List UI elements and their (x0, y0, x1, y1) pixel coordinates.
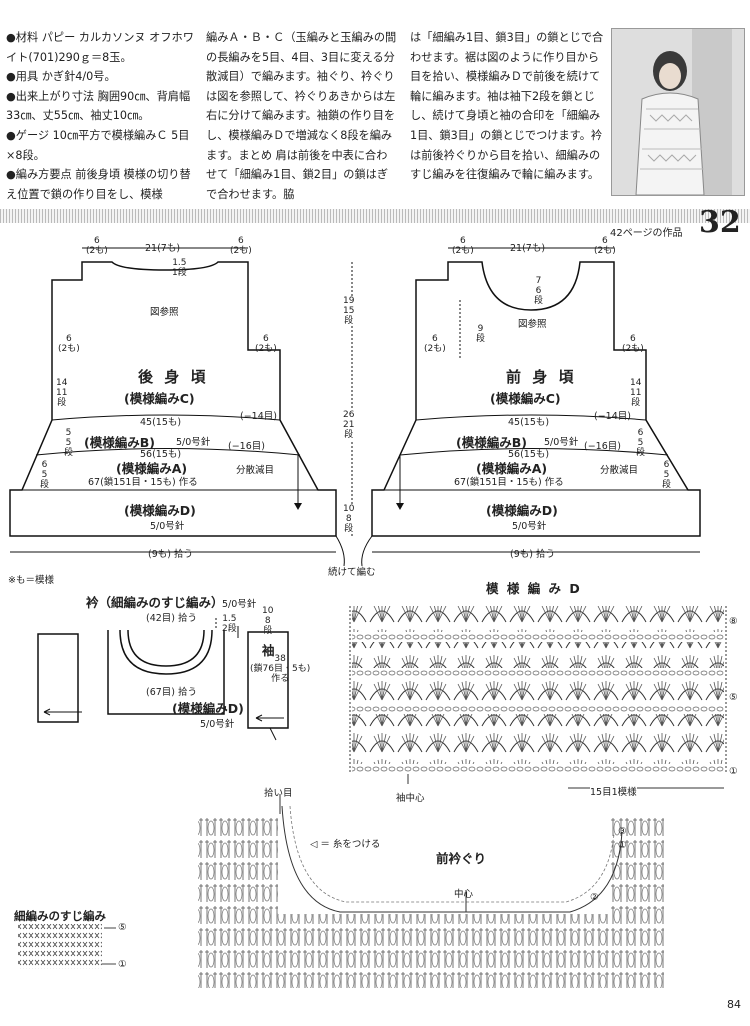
pattern-d-chart (349, 606, 727, 789)
collar-title: 衿（細編みのすじ編み） (86, 595, 224, 610)
front-dec-c: (−14目) (594, 411, 631, 422)
front-neck-width-dim: 21(7も) (510, 243, 546, 254)
back-body-subtitle: (模様編みC) (124, 391, 195, 406)
back-pickup: (9も) 拾う (148, 549, 193, 560)
front-see-figure: 図参照 (518, 319, 547, 330)
back-rows-a: 6 5 段 (40, 460, 50, 490)
back-neck-width-dim: 21(7も) (145, 243, 181, 254)
back-dec-c: (−14目) (240, 411, 277, 422)
front-body-subtitle: (模様編みC) (490, 391, 561, 406)
pattern-number: 32 (699, 205, 741, 240)
hem-depth-dim: 10 8 段 (343, 504, 355, 534)
page-number: 84 (727, 998, 741, 1011)
front-underarm-dim: 14 11 段 (630, 378, 642, 408)
front-neck-pickup-mark: 拾い目 (264, 788, 293, 799)
front-shoulder-left-dim: 6 (2も) (452, 236, 474, 256)
front-neck-yarn-note: ◁ ＝ 糸をつける (310, 839, 381, 850)
collar-sleeve-lines (37, 618, 289, 741)
pattern-d-sleeve-center: 袖中心 (396, 793, 425, 804)
front-label-a: (模様編みA) (476, 461, 548, 476)
sc-rib-chart (18, 924, 116, 969)
front-neck-row3: ③ (618, 826, 627, 837)
front-dist-dec: 分散減目 (600, 465, 639, 476)
back-hook-b: 5/0号針 (176, 437, 211, 448)
front-label-d: (模様編みD) (486, 503, 558, 518)
front-label-b: (模様編みB) (456, 435, 527, 450)
collar-depth: 1.5 2段 (222, 614, 237, 634)
back-chain-start: 67(鎖151目・15も) 作る (88, 477, 198, 488)
back-dist-dec: 分散減目 (236, 465, 275, 476)
pattern-d-row8: ⑧ (729, 616, 738, 627)
method-column: 編みＡ・Ｂ・Ｃ（玉編みと玉編みの間の長編みを5目、4目、3目に変える分散減目）で… (206, 31, 397, 201)
front-neck-side-dim: 9 段 (476, 324, 486, 344)
front-shoulder-right-dim: 6 (2も) (594, 236, 616, 256)
front-rows-b: 6 5 段 (636, 428, 646, 458)
pattern-unit-note: ※も＝模様 (8, 575, 54, 586)
back-dec-b: (−16目) (228, 441, 265, 452)
sc-rib-row5: ⑤ (118, 922, 127, 933)
back-hook-d: 5/0号針 (150, 521, 185, 532)
sc-rib-title: 細編みのすじ編み (14, 909, 106, 923)
front-dec-b: (−16目) (584, 441, 621, 452)
back-shoulder-right-dim: 6 (2も) (230, 236, 252, 256)
pattern-d-row5: ⑤ (729, 692, 738, 703)
back-underarm-dim: 14 11 段 (56, 378, 68, 408)
pattern-d-repeat: 15目1模様 (590, 784, 637, 798)
front-neck-row1: ① (618, 840, 627, 851)
front-width-c: 45(15も) (508, 417, 550, 428)
body-schematic-lines (9, 247, 701, 567)
collar-pickup-bottom: (67目) 拾う (146, 687, 198, 698)
front-hook-d: 5/0号針 (512, 521, 547, 532)
back-rows-b: 5 5 段 (64, 428, 74, 458)
back-armhole-right-dim: 6 (2も) (255, 334, 277, 354)
model-photo (611, 28, 745, 196)
back-see-figure: 図参照 (150, 307, 179, 318)
finishing-column: は「細編み1目、鎖3目」の鎖とじで合わせます。裾は図のように作り目から目を拾い、… (410, 31, 604, 182)
pattern-d-row1: ① (729, 766, 738, 777)
sleeve-hook: 5/0号針 (200, 719, 235, 730)
front-neck-chart (198, 794, 664, 988)
front-hook-b: 5/0号針 (544, 437, 579, 448)
page-reference: 42ページの作品 (610, 228, 683, 239)
back-shoulder-left-dim: 6 (2も) (86, 236, 108, 256)
materials-column: ●材料 パピー カルカソンヌ オフホワイト(701)290ｇ＝8玉。 ●用具 か… (6, 31, 194, 201)
section-divider (0, 209, 750, 223)
back-neck-drop-dim: 1.5 1段 (172, 258, 187, 278)
front-body-title: 前 身 頃 (506, 368, 577, 386)
front-chain-start: 67(鎖151目・15も) 作る (454, 477, 564, 488)
front-neck-row2: ② (590, 892, 599, 903)
back-body-title: 後 身 頃 (138, 368, 209, 386)
armhole-depth-dim: 19 15 段 (343, 296, 355, 326)
back-width-b: 56(15も) (140, 449, 182, 460)
back-label-a: (模様編みA) (116, 461, 188, 476)
back-label-b: (模様編みB) (84, 435, 155, 450)
sleeve-length-dim: 10 8 段 (262, 606, 274, 636)
front-width-b: 56(15も) (508, 449, 550, 460)
front-neck-title: 前衿ぐり (436, 851, 487, 866)
front-rows-a: 6 5 段 (662, 460, 672, 490)
collar-pickup-top: (42目) 拾う (146, 613, 198, 624)
front-pickup: (9も) 拾う (510, 549, 555, 560)
front-armhole-left-dim: 6 (2も) (424, 334, 446, 354)
sc-rib-row1: ① (118, 959, 127, 970)
back-width-c: 45(15も) (140, 417, 182, 428)
front-neck-center: 中心 (454, 889, 474, 900)
back-label-d: (模様編みD) (124, 503, 196, 518)
sleeve-title: 袖 (262, 643, 275, 658)
front-neck-drop-dim: 7 6 段 (534, 276, 544, 306)
collar-hook: 5/0号針 (222, 599, 257, 610)
back-armhole-left-dim: 6 (2も) (58, 334, 80, 354)
pattern-d-title: 模 様 編 み D (486, 581, 582, 596)
sleeve-width: 38 (鎖76目・5も) 作る (250, 654, 311, 684)
continue-knitting: 続けて編む (328, 567, 376, 578)
body-length-dim: 26 21 段 (343, 410, 355, 440)
sleeve-label-d: (模様編みD) (172, 701, 244, 716)
front-armhole-right-dim: 6 (2も) (622, 334, 644, 354)
